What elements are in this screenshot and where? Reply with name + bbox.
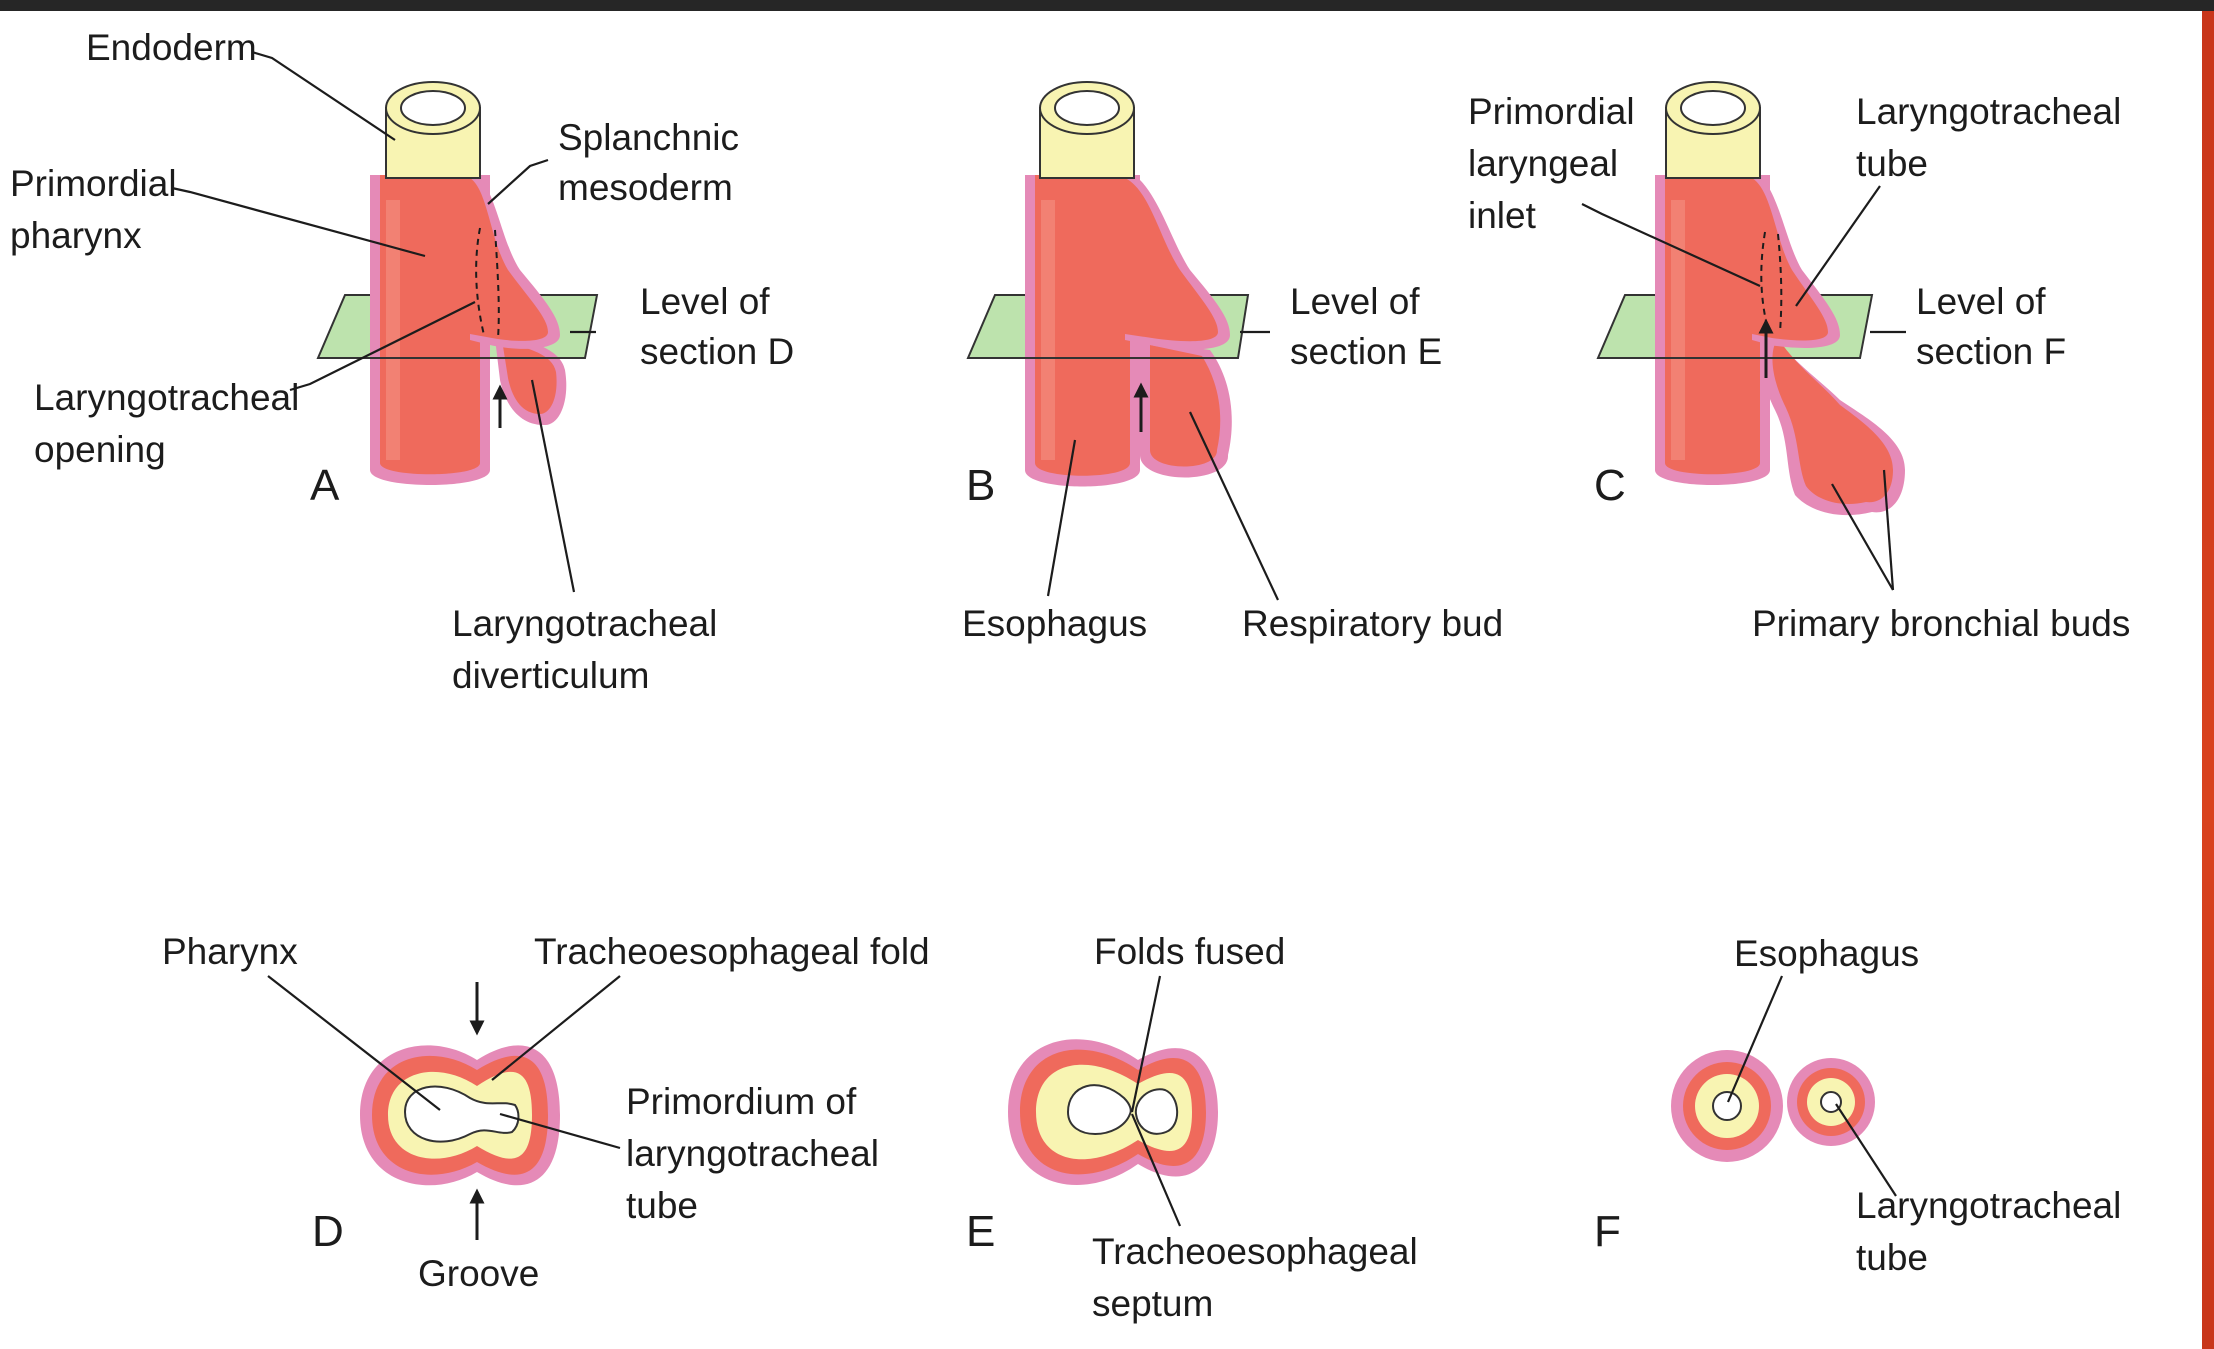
right-frame-edge <box>2202 0 2214 1349</box>
panel-b: Level of section E Esophagus Respiratory… <box>962 81 1503 644</box>
label-opening-2: opening <box>34 429 166 470</box>
panel-letter-f: F <box>1594 1207 1621 1256</box>
section-e-drawing <box>1008 1039 1218 1185</box>
label-respiratory-bud: Respiratory bud <box>1242 603 1503 644</box>
groove-dash-2 <box>494 229 500 339</box>
panel-a: Endoderm Primordial pharynx Splanchnic m… <box>10 27 794 696</box>
label-inlet-3: inlet <box>1468 195 1537 236</box>
endoderm-lumen-a <box>400 90 466 126</box>
panel-letter-e: E <box>966 1207 995 1256</box>
label-bronchial-buds: Primary bronchial buds <box>1752 603 2130 644</box>
leader-bud-2 <box>1882 469 1895 591</box>
panel-letter-d: D <box>312 1207 344 1256</box>
section-e-lumen-right <box>1134 1088 1179 1135</box>
leader-septum <box>1130 1113 1182 1227</box>
panel-c: Primordial laryngeal inlet Laryngotrache… <box>1468 81 2130 644</box>
label-splanchnic-2: mesoderm <box>558 167 733 208</box>
label-folds-fused: Folds fused <box>1094 931 1285 972</box>
leader-diverticulum <box>530 379 576 593</box>
bulge-inner-c <box>1752 178 1828 341</box>
label-primordium-1: Primordium of <box>626 1081 857 1122</box>
trachea-f-lumen <box>1820 1091 1842 1113</box>
label-esophagus-b: Esophagus <box>962 603 1147 644</box>
label-tube-c-2: tube <box>1856 143 1928 184</box>
label-primordial-pharynx-1: Primordial <box>10 163 177 204</box>
label-septum-1: Tracheoesophageal <box>1092 1231 1418 1272</box>
label-primordium-3: tube <box>626 1185 698 1226</box>
leader-endoderm <box>251 50 396 141</box>
label-esophagus-f: Esophagus <box>1734 933 1919 974</box>
label-primordial-pharynx-2: pharynx <box>10 215 142 256</box>
respiratory-bud-inner <box>1150 345 1221 467</box>
label-inlet-2: laryngeal <box>1468 143 1618 184</box>
panel-c-tube-drawing <box>1596 81 1905 516</box>
panel-letter-a: A <box>310 461 340 510</box>
endoderm-lumen-b <box>1054 90 1120 126</box>
leader-esophagus-f <box>1726 975 1784 1103</box>
panel-b-tube-drawing <box>966 81 1250 487</box>
trachea-inner-c <box>1772 338 1893 505</box>
label-opening-1: Laryngotracheal <box>34 377 299 418</box>
panel-a-tube-drawing <box>316 81 599 485</box>
label-septum-2: septum <box>1092 1283 1213 1324</box>
bulge-inner-b <box>1125 178 1218 342</box>
leader-bud-1 <box>1831 483 1894 591</box>
section-e-lumen-left <box>1066 1084 1132 1135</box>
leader-pharynx-a <box>171 186 426 258</box>
panel-letter-b: B <box>966 461 995 510</box>
label-tube-c-1: Laryngotracheal <box>1856 91 2121 132</box>
label-level-d-2: section D <box>640 331 794 372</box>
label-tracheoesophageal-fold: Tracheoesophageal fold <box>534 931 930 972</box>
esophagus-tube-inner-c <box>1665 175 1760 475</box>
endoderm-lumen-c <box>1680 90 1746 126</box>
tube-highlight-b <box>1041 200 1055 460</box>
label-level-d-1: Level of <box>640 281 770 322</box>
label-tube-f-2: tube <box>1856 1237 1928 1278</box>
esophagus-tube-inner <box>1035 175 1130 476</box>
panel-f: Esophagus Laryngotracheal tube F <box>1594 933 2121 1278</box>
esophagus-f-lumen <box>1712 1091 1742 1121</box>
leader-tube-c <box>1795 185 1881 307</box>
panel-letter-c: C <box>1594 461 1626 510</box>
section-d-drawing <box>360 982 560 1240</box>
label-level-e-1: Level of <box>1290 281 1420 322</box>
label-splanchnic-1: Splanchnic <box>558 117 739 158</box>
label-level-f-1: Level of <box>1916 281 2046 322</box>
label-diverticulum-1: Laryngotracheal <box>452 603 717 644</box>
inlet-dash-2 <box>1777 233 1783 333</box>
leader-pharynx-d <box>267 975 441 1111</box>
section-f-drawing <box>1671 1050 1875 1162</box>
leader-mesoderm <box>487 158 549 205</box>
leader-inlet <box>1581 203 1761 288</box>
label-pharynx-d: Pharynx <box>162 931 298 972</box>
panel-d: Pharynx Tracheoesophageal fold Primordiu… <box>162 931 930 1294</box>
panel-e: Folds fused Tracheoesophageal septum E <box>966 931 1418 1324</box>
tube-highlight-c <box>1671 200 1685 460</box>
label-endoderm: Endoderm <box>86 27 257 68</box>
label-level-f-2: section F <box>1916 331 2066 372</box>
label-groove: Groove <box>418 1253 539 1294</box>
label-primordium-2: laryngotracheal <box>626 1133 879 1174</box>
tube-highlight <box>386 200 400 460</box>
label-diverticulum-2: diverticulum <box>452 655 649 696</box>
leader-folds-fused <box>1130 975 1162 1113</box>
label-inlet-1: Primordial <box>1468 91 1635 132</box>
groove-dash-1 <box>475 227 485 336</box>
leader-tube-f <box>1835 1103 1897 1197</box>
label-tube-f-1: Laryngotracheal <box>1856 1185 2121 1226</box>
leader-opening <box>289 301 476 392</box>
mesoderm-bulge-inner <box>470 178 548 341</box>
label-level-e-2: section E <box>1290 331 1442 372</box>
leader-resp-bud <box>1189 411 1279 601</box>
leader-fold <box>491 975 621 1081</box>
leader-esophagus-b <box>1046 439 1077 597</box>
top-frame-bar <box>0 0 2214 11</box>
leader-primordium <box>499 1112 621 1150</box>
